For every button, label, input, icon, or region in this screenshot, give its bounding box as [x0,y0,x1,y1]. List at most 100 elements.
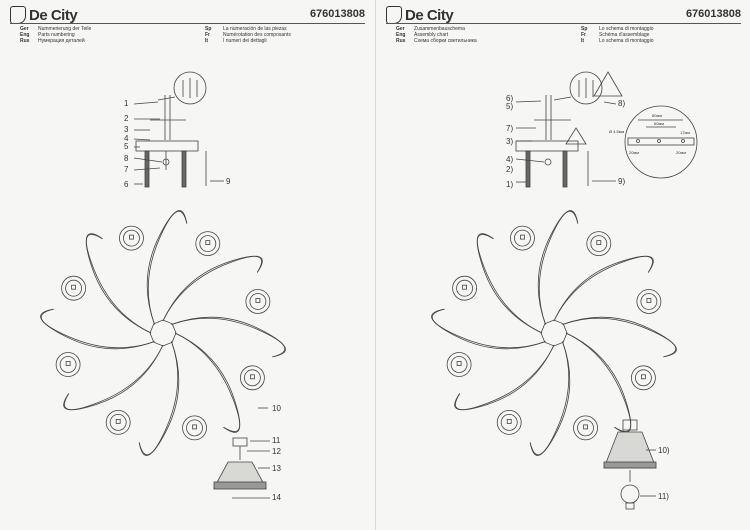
caution-warning-icon [565,127,587,145]
arm-curl [456,279,473,297]
arm-curl [240,365,265,391]
mounting-plate [515,140,579,152]
callout-number: 10) [658,446,670,455]
arm-curl [634,369,652,387]
arm-curl [245,289,271,314]
header-rule [386,23,741,24]
arm-curl [59,356,77,373]
spiral-arm [431,308,546,350]
arm-curl [186,419,203,437]
spiral-arm [138,341,180,456]
spiral-arm [147,210,188,325]
spiral-arm [553,256,653,322]
callout-number: 7) [506,124,513,133]
callout-number: 12 [272,447,281,456]
arm-curl [199,235,217,252]
spiral-arm [63,344,164,411]
spiral-arm [85,233,152,334]
spiral-arm [171,316,286,358]
arm-curl [123,229,140,247]
arm-curl [510,225,535,251]
svg-text:60мм: 60мм [654,121,664,126]
arm-curl [450,356,468,373]
spiral-arm [64,344,164,410]
spiral-arm [476,233,543,334]
lamp-socket [462,284,467,290]
spiral-arm [553,255,654,322]
central-hub [149,319,177,347]
detail-magnifier [173,71,207,105]
arm-curl [249,293,267,310]
callout-number: 10 [272,404,281,413]
spiral-arm [562,317,677,358]
central-hub [540,319,568,347]
lamp-socket [205,240,211,245]
arm-curl [630,365,656,391]
spiral-arm [565,332,631,432]
callout-number: 5 [124,142,129,151]
spiral-arm [40,308,155,350]
lamp-socket [250,374,255,380]
arm-curl [105,409,131,435]
lamp-socket [71,284,76,290]
svg-text:Ø 4.5мм: Ø 4.5мм [609,129,625,134]
spiral-arm [538,210,579,325]
callout-number: 3 [124,125,129,134]
arm-curl [182,415,207,441]
chandelier-top-view [431,210,677,456]
lamp-socket [255,298,261,303]
spiral-arm [40,308,155,349]
callout-number: 1) [506,180,513,189]
product-sku: 676013808 [309,8,365,20]
spiral-arm [565,332,632,433]
spiral-arm [171,317,286,358]
spiral-arm [162,256,262,322]
lamp-socket [596,240,602,245]
svg-text:20мм: 20мм [676,150,686,155]
arm-curl [586,231,612,256]
lamp-socket [115,418,121,424]
spiral-arm [138,341,179,456]
arm-curl [109,413,127,431]
electric-warning-icon [593,71,623,97]
assembly-diagram: 80мм 60мм 17мм Ø 4.5мм 20мм 20мм 6) 5) 8… [431,71,698,510]
bracket-detail-circle [624,105,698,179]
callout-number: 14 [272,493,281,502]
callout-number: 2 [124,114,129,123]
callout-number: 9 [226,177,231,186]
callout-number: 7 [124,165,129,174]
glass-shade [603,419,657,510]
svg-text:80мм: 80мм [652,113,662,118]
callout-number: 11) [658,492,669,501]
chandelier-top-view [40,210,286,456]
glass-shade [213,407,270,499]
callout-number: 8 [124,154,129,163]
lamp-socket [640,374,646,380]
arm-curl [446,352,472,377]
spiral-arm [562,316,677,358]
callout-number: 4) [506,155,513,164]
detail-magnifier [569,71,603,105]
lamp-socket [646,298,652,303]
arm-curl [65,279,82,297]
callout-number: 1 [124,99,129,108]
header-rule [10,23,365,24]
spiral-arm [454,344,555,411]
lamp-socket [583,424,588,430]
arm-curl [500,413,518,431]
callout-number: 2) [506,165,513,174]
spiral-arm [529,341,570,456]
arm-curl [55,352,81,377]
